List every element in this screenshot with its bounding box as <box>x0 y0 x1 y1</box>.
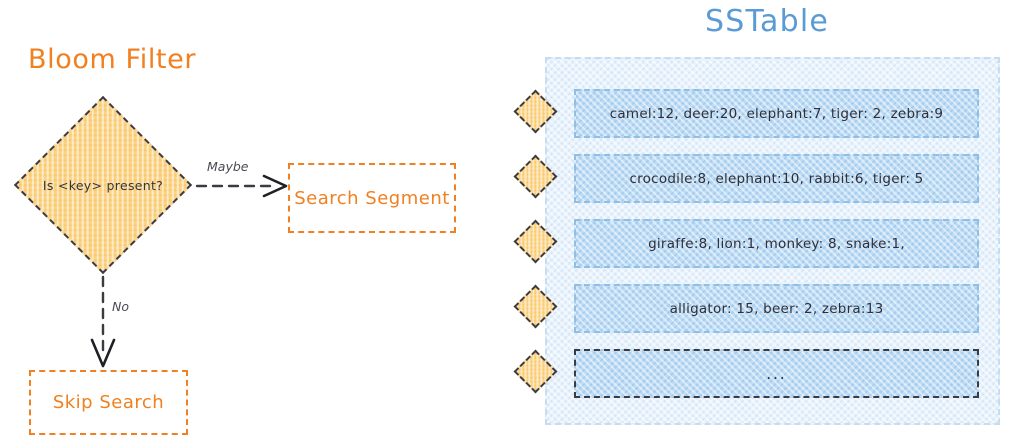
edge-label-maybe: Maybe <box>207 159 249 174</box>
sstable-segment-row[interactable]: giraffe:8, lion:1, monkey: 8, snake:1, <box>574 219 979 268</box>
sstable-title: SSTable <box>705 4 830 39</box>
sstable-segment-content: camel:12, deer:20, elephant:7, tiger: 2,… <box>609 105 944 122</box>
sstable-key-marker-icon <box>513 349 558 394</box>
sstable-key-marker-icon <box>513 154 558 199</box>
sstable-container: camel:12, deer:20, elephant:7, tiger: 2,… <box>545 57 1000 425</box>
bloom-filter-decision-node: Is <key> present? <box>11 95 195 275</box>
sstable-key-marker-icon <box>513 89 558 134</box>
search-segment-box[interactable]: Search Segment <box>288 163 456 233</box>
sstable-segment-content: giraffe:8, lion:1, monkey: 8, snake:1, <box>648 235 905 252</box>
sstable-segment-content: crocodile:8, elephant:10, rabbit:6, tige… <box>629 170 924 187</box>
sstable-segment-row[interactable]: camel:12, deer:20, elephant:7, tiger: 2,… <box>574 89 979 138</box>
sstable-segment-row[interactable]: alligator: 15, beer: 2, zebra:13 <box>574 284 979 333</box>
sstable-segment-row[interactable]: ... <box>574 349 979 398</box>
sstable-segment-list: camel:12, deer:20, elephant:7, tiger: 2,… <box>547 59 1002 427</box>
sstable-segment-content: ... <box>766 364 787 383</box>
decision-label: Is <key> present? <box>42 177 164 193</box>
sstable-segment-content: alligator: 15, beer: 2, zebra:13 <box>669 300 884 317</box>
bloom-filter-title: Bloom Filter <box>28 44 197 75</box>
sstable-key-marker-icon <box>513 219 558 264</box>
skip-search-box[interactable]: Skip Search <box>29 370 188 435</box>
sstable-segment-row[interactable]: crocodile:8, elephant:10, rabbit:6, tige… <box>574 154 979 203</box>
sstable-key-marker-icon <box>513 284 558 329</box>
edge-label-no: No <box>112 299 129 314</box>
